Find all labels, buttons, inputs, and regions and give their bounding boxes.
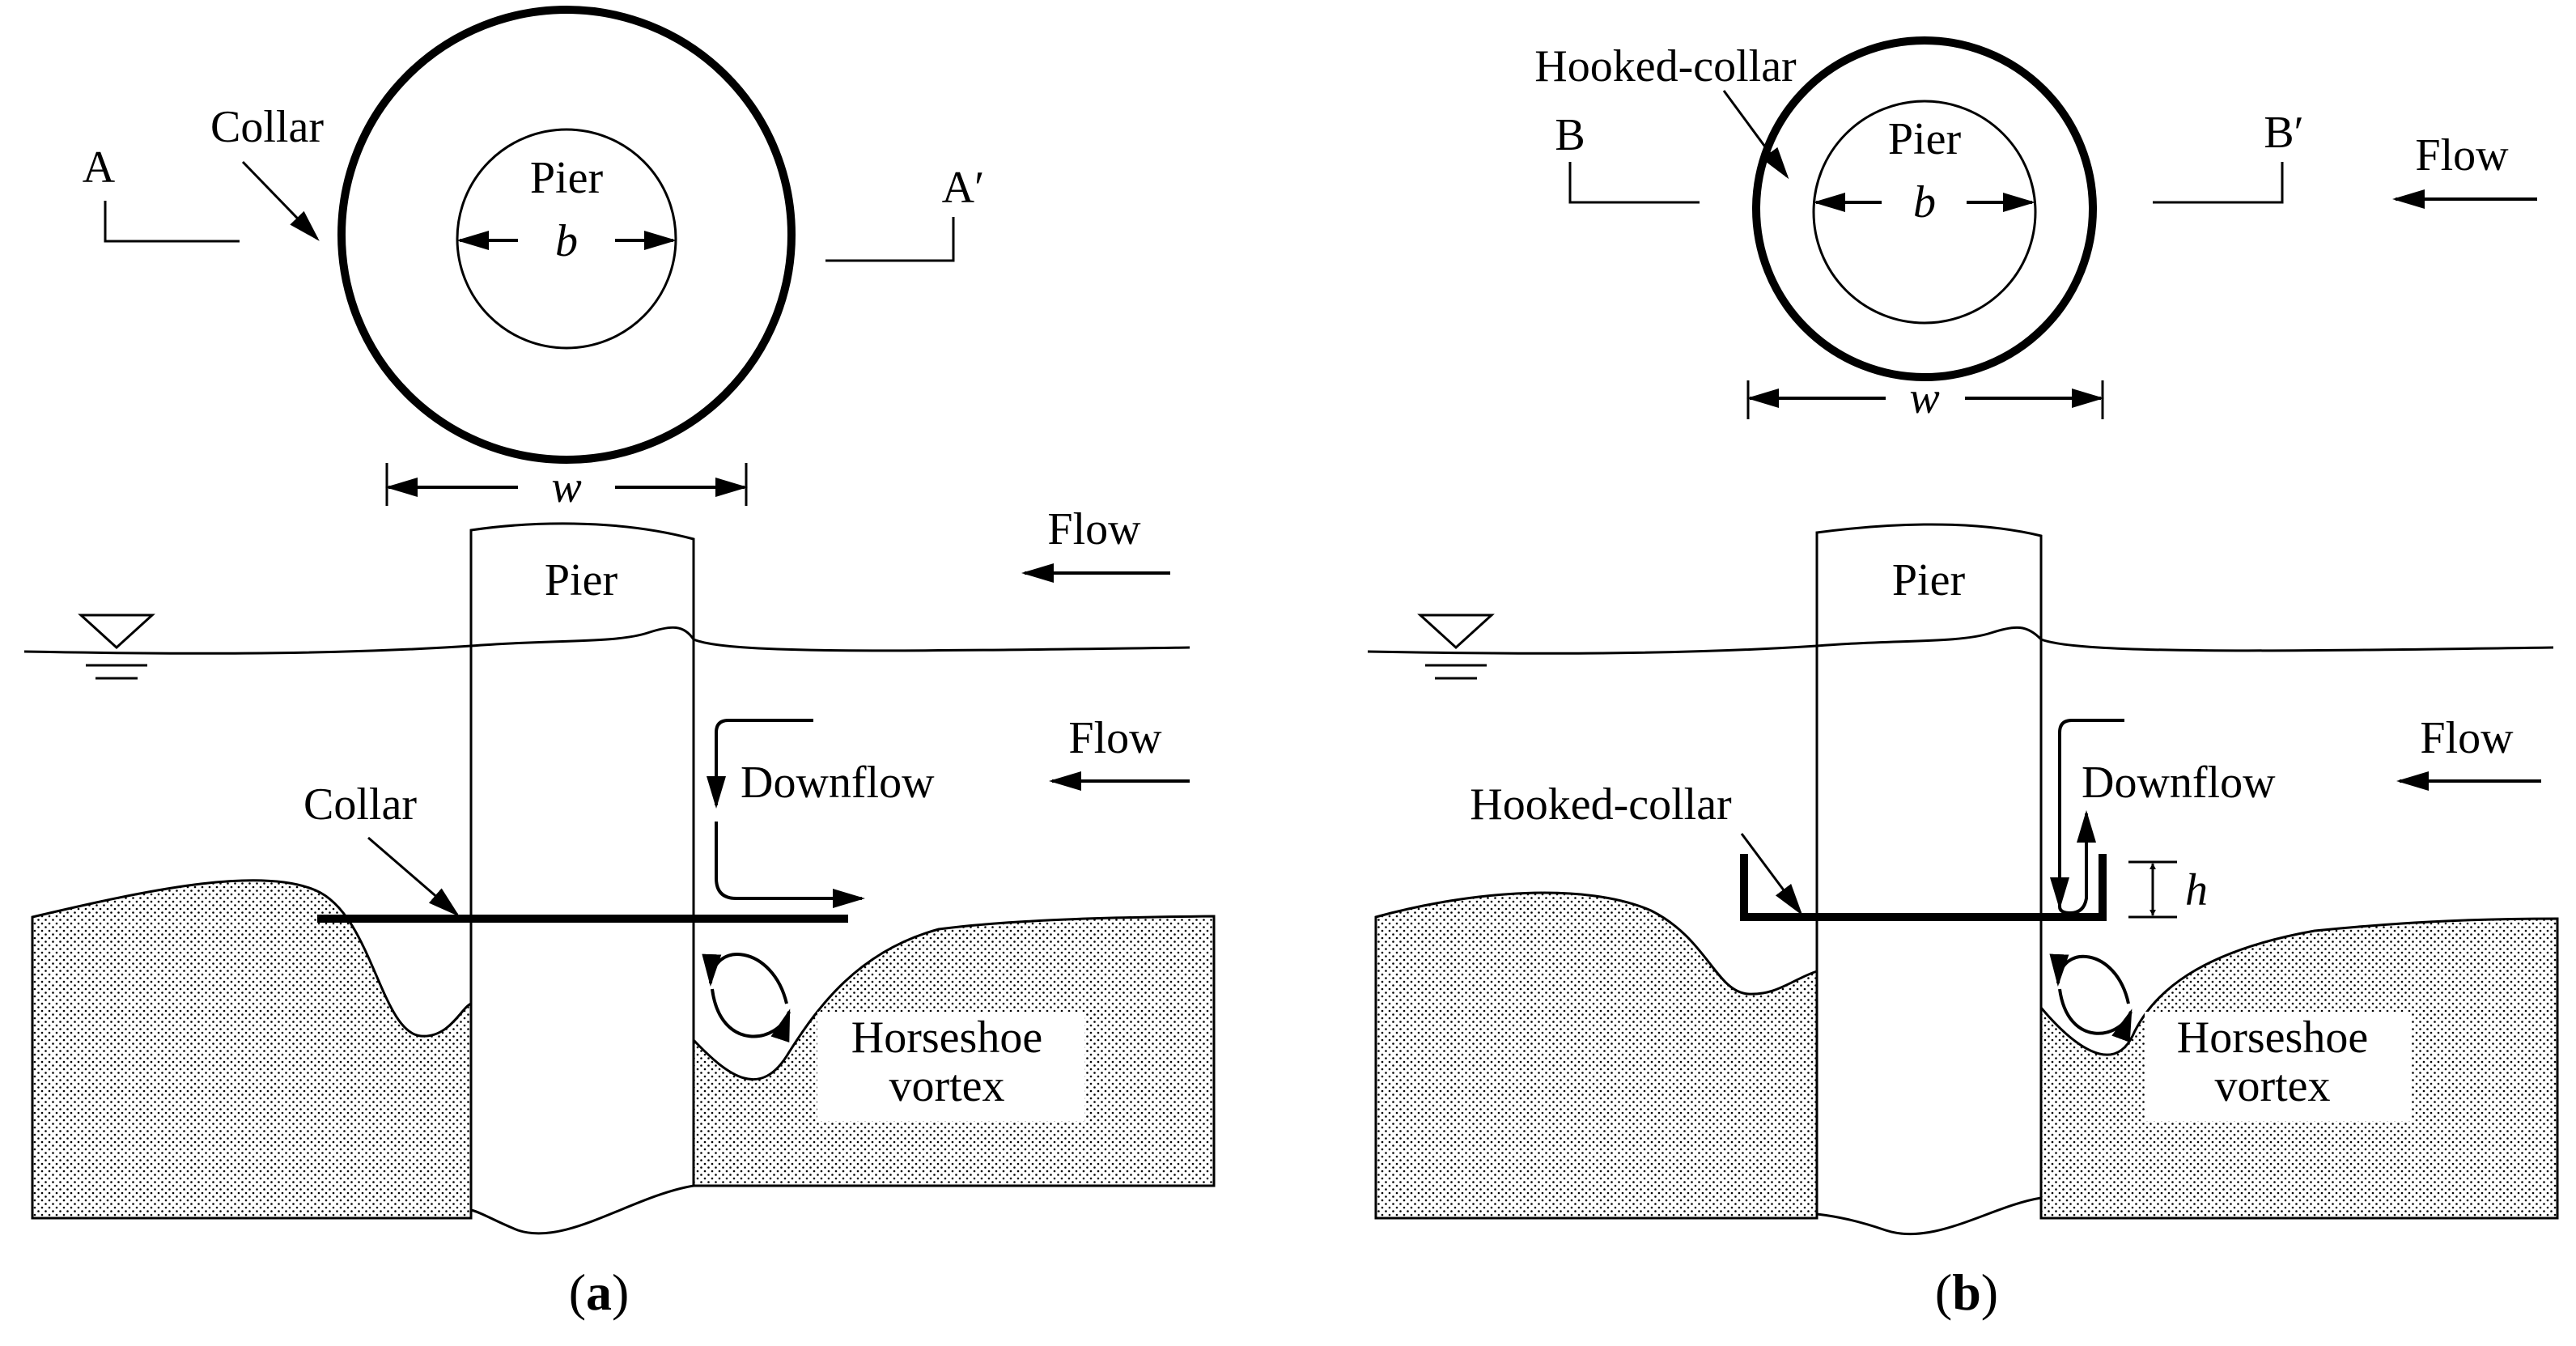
collar-elevation-label: Collar <box>303 779 417 830</box>
horseshoe-label-line-1: Horseshoe <box>851 1013 1042 1063</box>
section-a-start-label: A <box>83 142 116 193</box>
panel-a: b Pier Collar A A′ w <box>23 6 1216 1321</box>
panel-b-caption-open: ( <box>1935 1263 1952 1321</box>
panel-b-elevation-view: Pier Flow Downflow h Horseshoe vortex Ho… <box>1367 523 2559 1236</box>
horseshoe-label-bg <box>2145 1012 2412 1121</box>
downflow-arrow-down <box>2050 719 2124 910</box>
panel-a-plan-view: b Pier Collar A A′ w <box>83 6 985 512</box>
section-a-end-label: A′ <box>942 163 985 213</box>
panel-b-plan-view: b Pier Hooked-collar B B′ Flow w <box>1534 36 2537 423</box>
collar-elevation-leader <box>367 836 460 917</box>
horseshoe-label-line-2: vortex <box>889 1061 1004 1111</box>
horseshoe-label-line-2: vortex <box>2214 1061 2330 1111</box>
sediment-bed-left <box>31 879 473 1220</box>
horseshoe-vortex-arc-1 <box>2049 953 2130 1004</box>
pier-width-symbol: b <box>1913 177 1936 227</box>
collar-width-symbol: w <box>1909 373 1939 423</box>
water-level-symbol <box>78 614 155 650</box>
panel-a-caption: (a) <box>569 1263 630 1321</box>
pier-plan-label: Pier <box>530 153 604 203</box>
collar-width-symbol: w <box>551 462 581 512</box>
collar-plan-label: Collar <box>210 102 324 152</box>
water-surface <box>1367 626 2554 655</box>
hooked-collar-elevation-leader <box>1740 833 1803 916</box>
downflow-arrow-deflect <box>715 822 865 908</box>
pier-plan-label: Pier <box>1888 114 1962 164</box>
hooked-collar-plan-label: Hooked-collar <box>1534 41 1797 91</box>
downflow-label: Downflow <box>2082 758 2276 808</box>
panel-b-caption-close: ) <box>1981 1263 1998 1321</box>
panel-a-caption-open: ( <box>569 1263 586 1321</box>
horseshoe-vortex-arc-2 <box>711 988 791 1042</box>
pier-elevation-label: Pier <box>1892 555 1966 605</box>
pier-elevation <box>1815 523 2043 1236</box>
hooked-collar-outer-circle <box>1752 36 2097 381</box>
section-b-start-label: B <box>1555 110 1585 160</box>
horseshoe-label-line-1: Horseshoe <box>2177 1013 2368 1063</box>
section-b-end-line <box>2153 162 2284 204</box>
hooked-collar-elevation-label: Hooked-collar <box>1470 779 1732 830</box>
section-a-end-line <box>825 217 955 262</box>
hooked-collar-plan-leader <box>1722 90 1789 180</box>
panel-a-elevation-view: Pier Flow Flow Downflow Horseshoe vortex… <box>23 504 1216 1235</box>
collar-outer-circle <box>337 6 796 464</box>
downflow-label: Downflow <box>741 758 935 808</box>
panel-b: b Pier Hooked-collar B B′ Flow w <box>1367 36 2559 1321</box>
section-b-end-label: B′ <box>2264 108 2304 158</box>
pier-width-symbol: b <box>555 216 578 266</box>
flow-label: Flow <box>1068 713 1162 763</box>
flow-label-top: Flow <box>2415 130 2509 180</box>
flow-label-top: Flow <box>1047 504 1141 554</box>
section-b-start-line <box>1568 162 1700 204</box>
water-level-symbol <box>1417 614 1495 650</box>
downflow-return-arrow <box>2058 810 2096 915</box>
panel-b-caption: (b) <box>1935 1263 1998 1321</box>
horseshoe-vortex-arc-2 <box>2058 988 2133 1042</box>
panel-a-caption-letter: a <box>586 1263 612 1321</box>
flow-label: Flow <box>2420 713 2514 763</box>
panel-a-caption-close: ) <box>612 1263 629 1321</box>
hook-height-symbol: h <box>2185 865 2208 915</box>
collar-plan-leader <box>241 160 320 241</box>
pier-plan-circle <box>1812 100 2037 325</box>
downflow-arrow-down <box>707 719 813 809</box>
sediment-bed-left <box>1374 891 1818 1220</box>
hooked-collar-elevation <box>1740 854 2107 921</box>
water-surface <box>23 626 1190 655</box>
pier-elevation <box>469 522 695 1235</box>
section-a-start-line <box>104 201 240 243</box>
pier-elevation-label: Pier <box>545 555 618 605</box>
horseshoe-label-bg <box>817 1012 1084 1121</box>
horseshoe-vortex-arc-1 <box>702 953 788 1004</box>
panel-b-caption-letter: b <box>1952 1263 1981 1321</box>
